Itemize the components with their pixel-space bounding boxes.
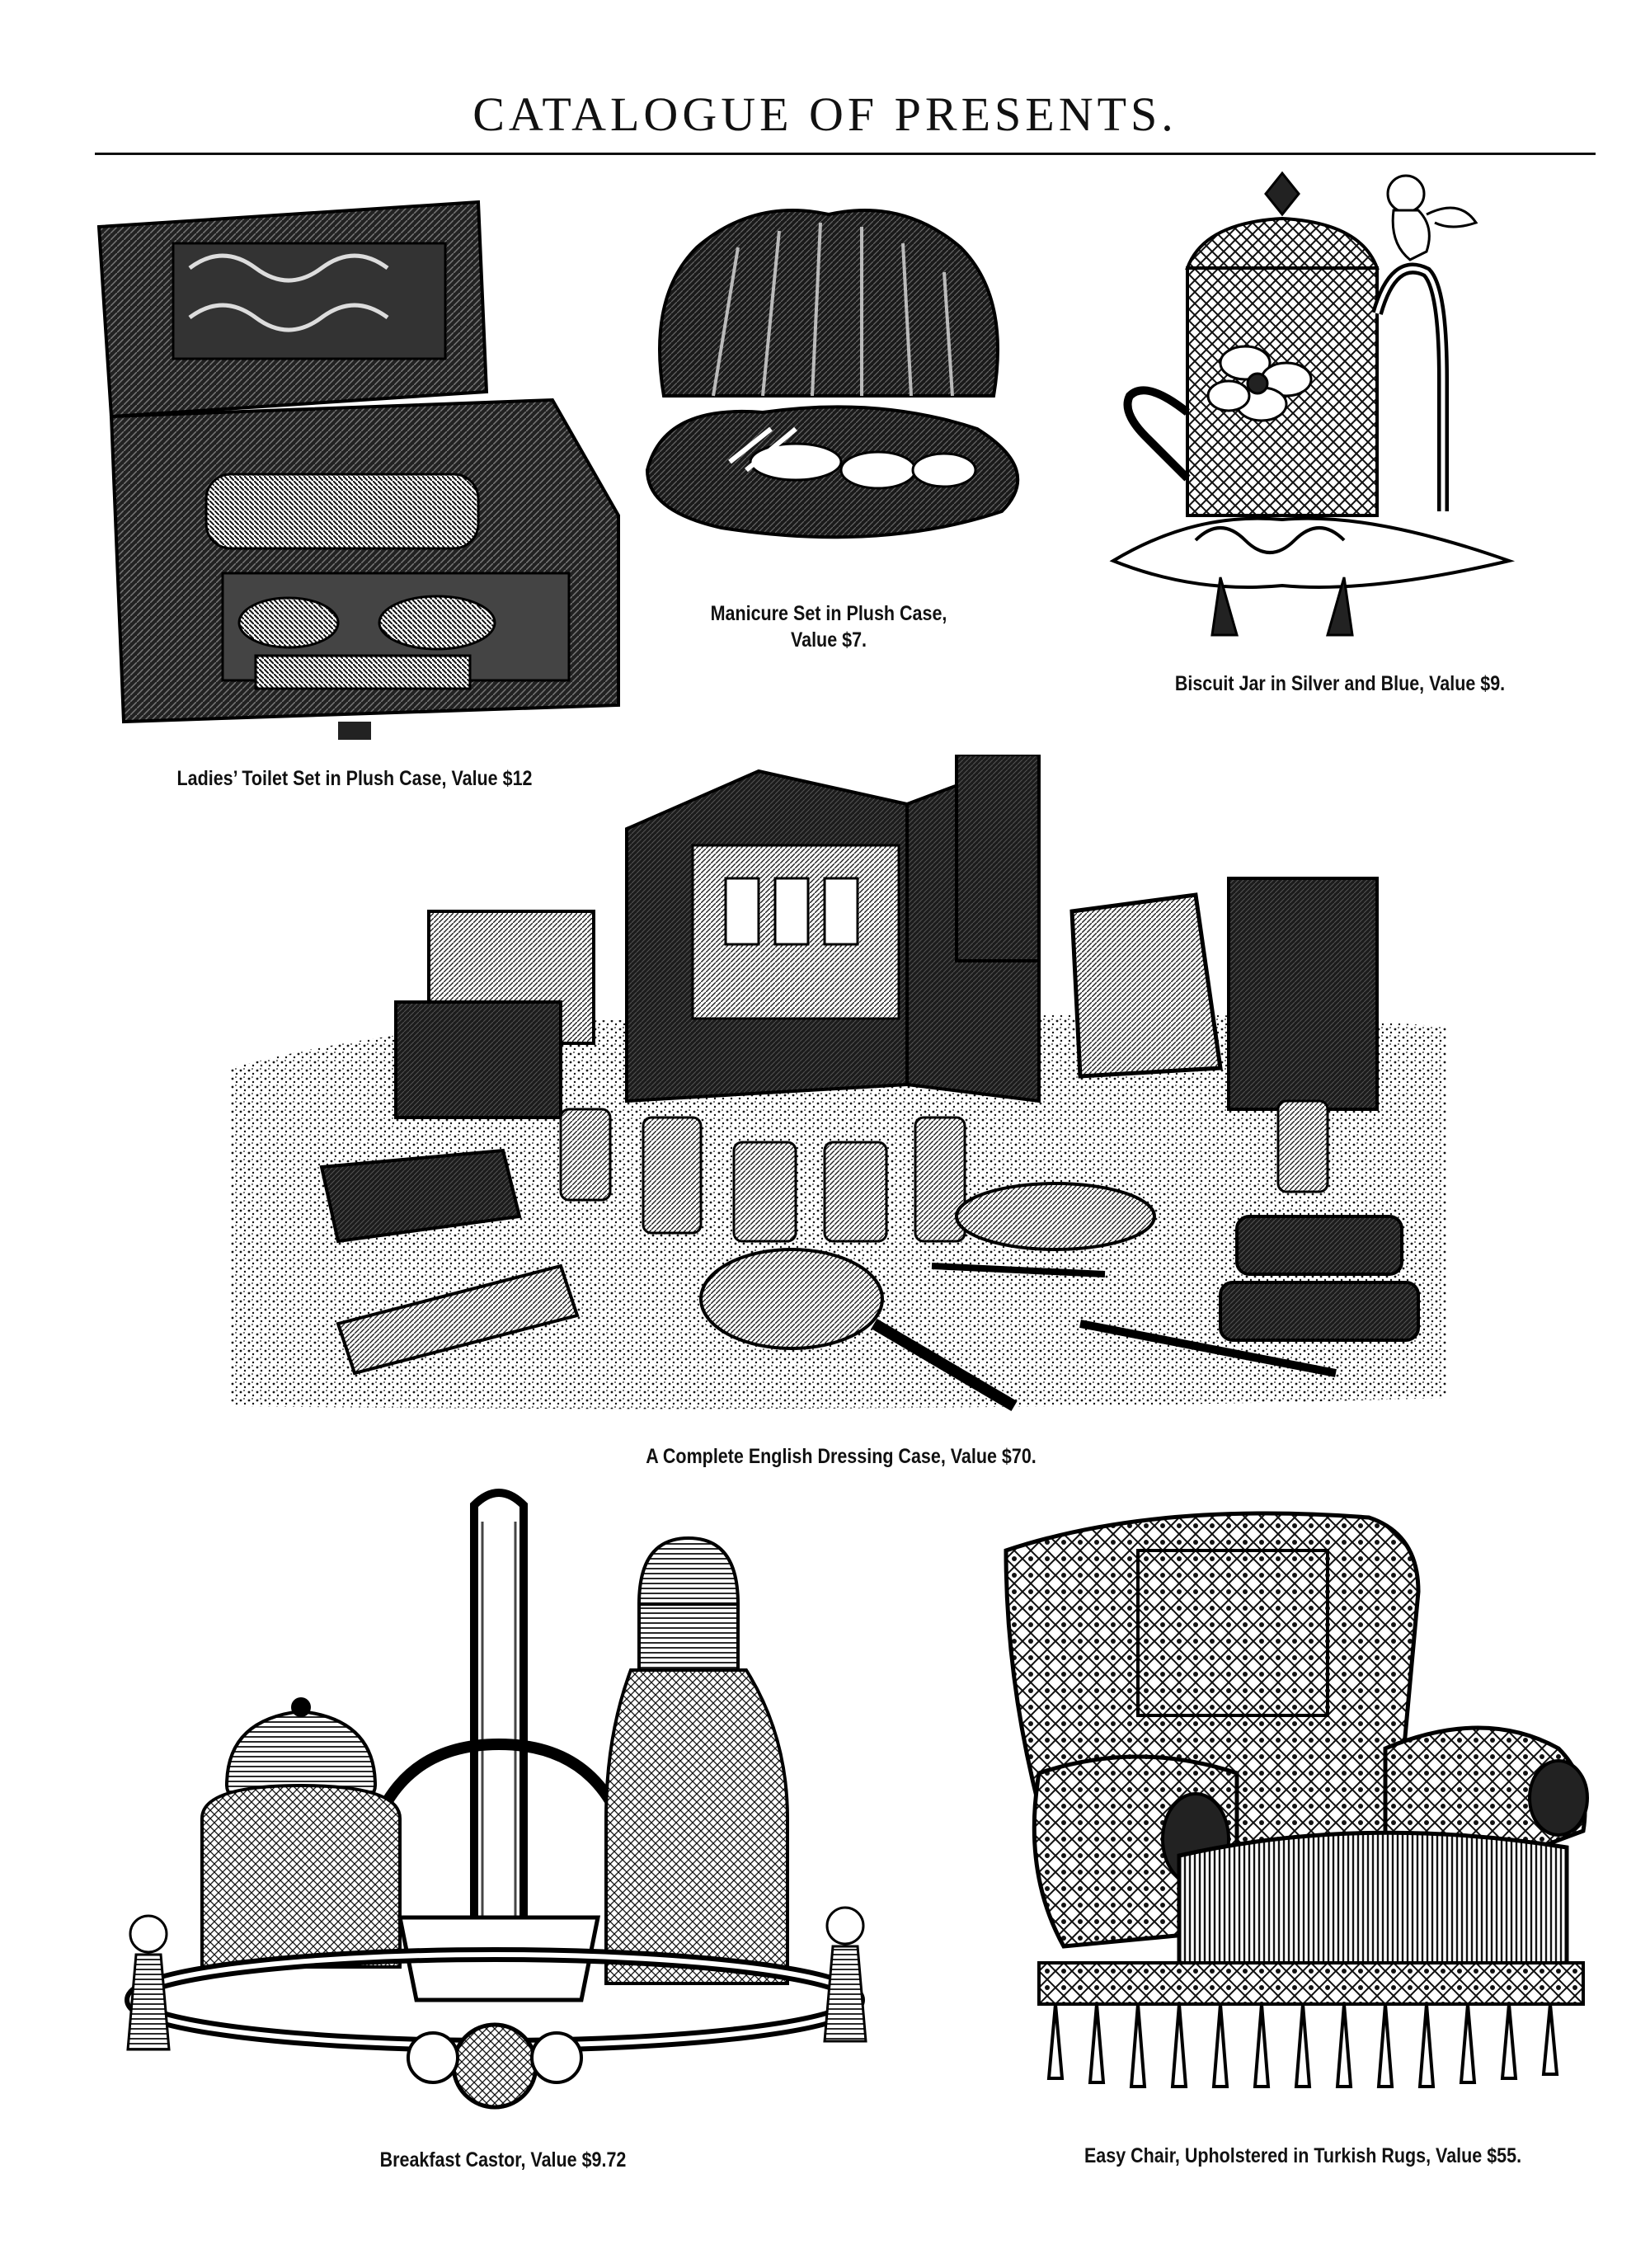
biscuit-jar-illustration: [1097, 165, 1583, 668]
toilet-set-illustration: [91, 194, 635, 751]
manicure-caption-line-1: Manicure Set in Plush Case,: [710, 602, 947, 625]
easy-chair-caption: Easy Chair, Upholstered in Turkish Rugs,…: [1084, 2144, 1522, 2167]
breakfast-castor-illustration: [111, 1472, 878, 2128]
biscuit-jar-caption: Biscuit Jar in Silver and Blue, Value $9…: [1174, 672, 1506, 695]
manicure-set-caption: Manicure Set in Plush Case, Value $7.: [670, 600, 989, 653]
page-title: CATALOGUE OF PRESENTS.: [472, 87, 1178, 141]
dressing-case-caption: A Complete English Dressing Case, Value …: [646, 1445, 1037, 1468]
title-rule: [95, 153, 1596, 155]
dressing-case-illustration: [231, 755, 1447, 1439]
toilet-set-caption: Ladies’ Toilet Set in Plush Case, Value …: [176, 767, 533, 790]
manicure-set-illustration: [631, 198, 1027, 577]
manicure-caption-line-2: Value $7.: [790, 628, 867, 652]
breakfast-castor-caption: Breakfast Castor, Value $9.72: [379, 2148, 627, 2172]
easy-chair-illustration: [990, 1501, 1612, 2124]
